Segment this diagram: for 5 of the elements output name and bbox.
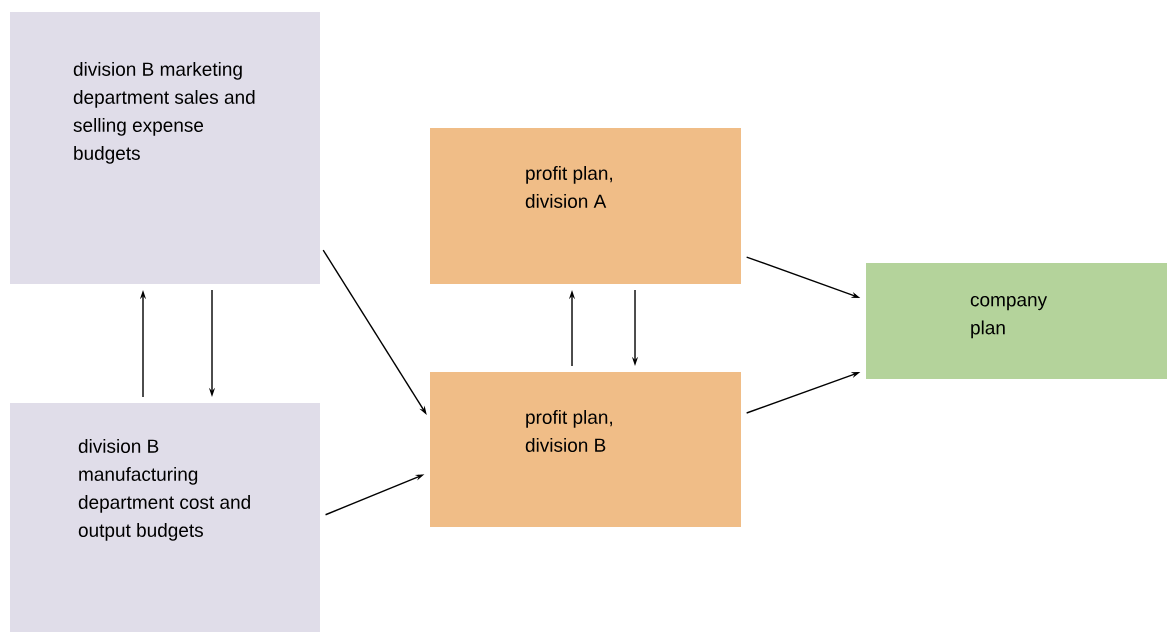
process-box: division B marketing department sales and selling expense budgets bbox=[10, 12, 320, 284]
process-box: company plan bbox=[866, 263, 1167, 379]
process-box: profit plan, division A bbox=[430, 128, 741, 284]
process-box: profit plan, division B bbox=[430, 372, 741, 527]
process-box: division B manufacturing department cost and output budgets bbox=[10, 403, 320, 632]
